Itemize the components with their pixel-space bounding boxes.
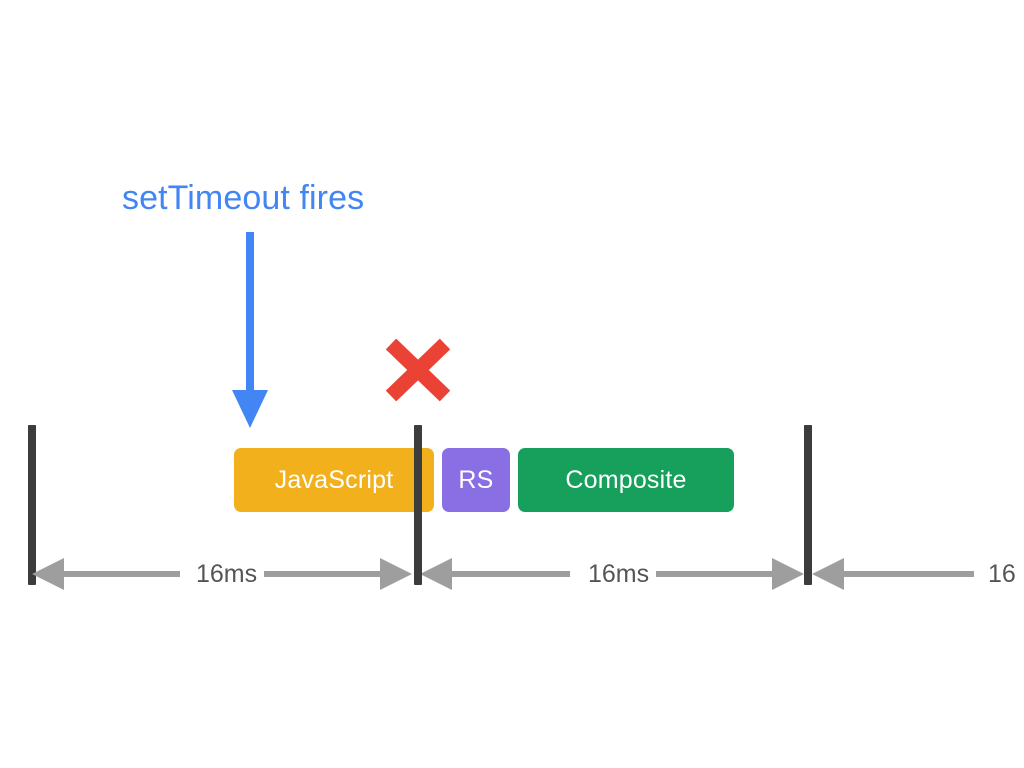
frame-boundary-tick [804, 425, 812, 585]
block-recalc-style[interactable]: RS [442, 448, 510, 512]
measure-label-3: 16 [988, 560, 1016, 588]
measurements-row: 16ms 16ms 16 [0, 552, 1024, 596]
annotation-label: setTimeout fires [122, 179, 365, 217]
down-arrow-icon [226, 232, 274, 430]
measure-label-1: 16ms [196, 560, 258, 588]
task-blocks-row: JavaScript RS Composite [0, 448, 1024, 512]
block-composite[interactable]: Composite [518, 448, 734, 512]
measure-arrow-2 [418, 552, 806, 596]
measure-arrow-1 [30, 552, 414, 596]
measure-label-2: 16ms [588, 560, 650, 588]
frame-boundary-tick [28, 425, 36, 585]
red-x-icon [382, 336, 454, 404]
block-javascript[interactable]: JavaScript [234, 448, 434, 512]
measure-arrow-3 [810, 552, 1024, 596]
frame-boundary-tick [414, 425, 422, 585]
